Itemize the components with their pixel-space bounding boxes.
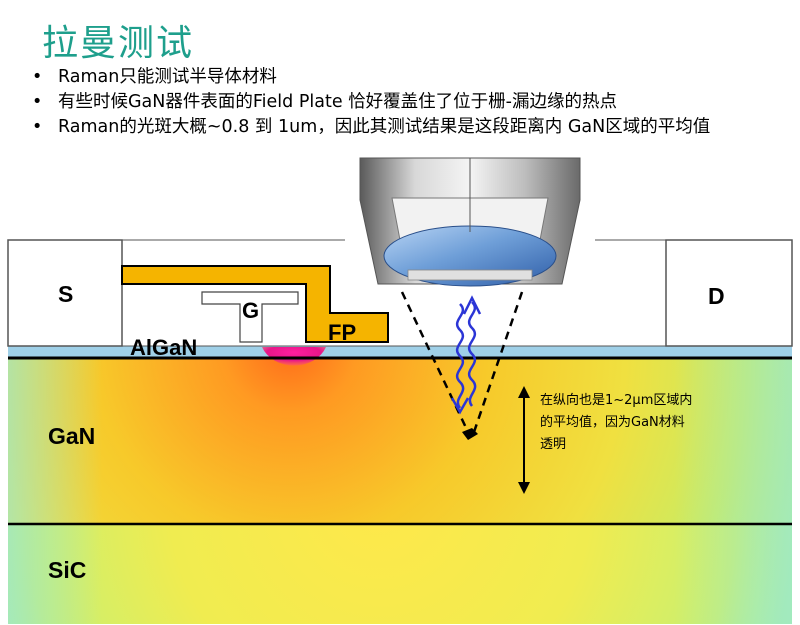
laser-cone-right: [472, 291, 524, 433]
gate-electrode: [201, 291, 299, 343]
drain-label: D: [708, 283, 725, 309]
bullet-item: •Raman只能测试半导体材料: [32, 67, 277, 87]
bullet-item: •Raman的光斑大概~0.8 到 1um，因此其测试结果是这段距离内 GaN区…: [32, 117, 711, 137]
scattered-arrow-head: [462, 295, 482, 315]
bullet-list: •Raman只能测试半导体材料 •有些时候GaN器件表面的Field Plate…: [30, 65, 790, 140]
slide-title: 拉曼测试: [42, 23, 195, 64]
bullet-text: 有些时候GaN器件表面的Field Plate 恰好覆盖住了位于栅-漏边缘的热点: [58, 92, 617, 112]
gate-label: G: [242, 298, 259, 323]
depth-annotation: 在纵向也是1~2μm区域内 的平均值，因为GaN材料 透明: [540, 392, 697, 452]
hotspot: [262, 347, 326, 366]
source-label: S: [58, 281, 73, 307]
scattered-raman-wave: [467, 301, 477, 407]
sic-label: SiC: [48, 557, 86, 583]
incident-laser-wave: [455, 303, 465, 409]
incident-arrow-head: [450, 397, 470, 415]
bullet-text: Raman的光斑大概~0.8 到 1um，因此其测试结果是这段距离内 GaN区域…: [58, 117, 711, 137]
annotation-line: 的平均值，因为GaN材料: [540, 414, 685, 430]
bullet-text: Raman只能测试半导体材料: [58, 67, 277, 87]
field-plate: [121, 265, 389, 343]
bullet-item: •有些时候GaN器件表面的Field Plate 恰好覆盖住了位于栅-漏边缘的热…: [32, 92, 617, 112]
algan-label: AlGaN: [130, 335, 197, 360]
source-contact: [7, 239, 123, 347]
annotation-line: 透明: [540, 437, 566, 452]
depth-arrow-up: [518, 386, 530, 398]
drain-contact: [665, 239, 793, 347]
depth-arrow-down: [518, 482, 530, 494]
objective-tip: [407, 269, 533, 281]
algan-layer: [8, 346, 792, 358]
gan-layer-cool-edges: [8, 358, 792, 524]
annotation-line: 在纵向也是1~2μm区域内: [540, 392, 692, 408]
gan-label: GaN: [48, 423, 95, 449]
focal-spot: [462, 428, 478, 440]
sic-substrate-cool-edges: [8, 524, 792, 624]
microscope-objective: [345, 156, 595, 288]
field-plate-label: FP: [328, 320, 356, 345]
